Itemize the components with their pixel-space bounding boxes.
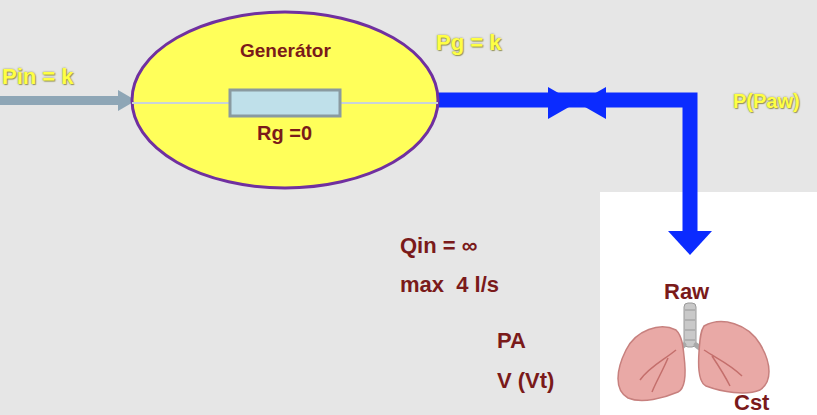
connector-arrowhead xyxy=(668,231,712,255)
generator-ellipse-shape xyxy=(132,12,438,188)
lung-veins xyxy=(640,350,742,392)
generator-ellipse: Generátor Rg =0 xyxy=(130,10,440,190)
connector-path xyxy=(436,100,690,233)
right-lung xyxy=(699,322,769,393)
flow-label: Qin = ∞ xyxy=(400,233,477,258)
trachea xyxy=(684,303,696,347)
compliance-label: Cst xyxy=(734,390,769,415)
trachea-ring xyxy=(685,309,695,311)
lung-ground xyxy=(600,192,817,415)
generator-pressure-label: Pg = k xyxy=(436,30,501,55)
generator-outline xyxy=(130,10,440,190)
alveolar-pressure-label: PA xyxy=(497,328,526,353)
airway-resistance-label: Raw xyxy=(664,279,709,304)
max-flow-label: max 4 l/s xyxy=(400,272,499,297)
airway-pressure-label: P(Paw) xyxy=(733,90,800,113)
meeting-arrowhead-right xyxy=(548,87,576,119)
pressure-flow-connector xyxy=(436,100,712,255)
trachea-ring xyxy=(685,339,695,341)
input-arrow xyxy=(0,90,136,111)
resistor-symbol xyxy=(230,90,340,116)
input-arrow-shaft xyxy=(0,96,122,105)
resistance-label: Rg =0 xyxy=(257,122,312,145)
generator-title: Generátor xyxy=(240,40,331,62)
volume-label: V (Vt) xyxy=(497,368,554,393)
left-lung xyxy=(618,327,685,401)
trachea-ring xyxy=(685,319,695,321)
trachea-ring xyxy=(685,329,695,331)
input-pressure-label: Pin = k xyxy=(2,64,74,89)
lungs-node: RawCst xyxy=(600,255,817,415)
trachea-rings xyxy=(685,310,695,340)
lungs-illustration xyxy=(618,303,769,400)
meeting-arrowhead-left xyxy=(578,87,606,119)
